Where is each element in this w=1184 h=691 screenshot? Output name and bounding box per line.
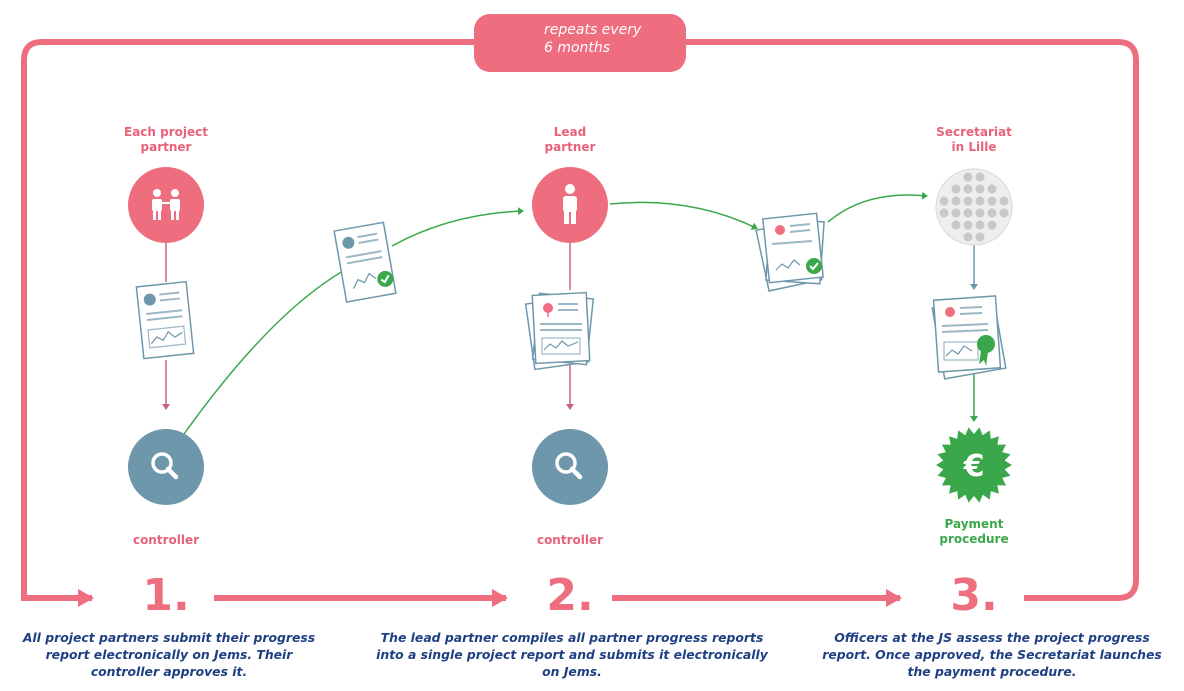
grid-dot [975, 220, 985, 230]
grid-dot [939, 208, 949, 218]
grid-dot [963, 172, 973, 182]
certified-report-icon [931, 295, 1007, 380]
grid-dot [963, 196, 973, 206]
step-description-1: All project partners submit their progre… [22, 630, 316, 679]
grid-dots-icon [935, 168, 1013, 246]
grid-dot [963, 184, 973, 194]
grid-dot [975, 184, 985, 194]
label-each-project-partner: Each project partner [124, 125, 208, 154]
flow-report-to-lead [391, 207, 524, 247]
label-controller-1: controller [132, 533, 200, 547]
check-icon [377, 270, 394, 287]
magnifier-icon [532, 429, 608, 505]
report-stack-icon [755, 212, 825, 292]
grid-dot [987, 220, 997, 230]
report-document-icon [135, 280, 195, 360]
grid-dot [999, 196, 1009, 206]
euro-symbol: € [963, 449, 985, 484]
report-stack-icon [524, 291, 595, 371]
step-number-1: 1. [142, 570, 190, 621]
repeat-text-line1: repeats every [544, 22, 642, 38]
step-number-3: 3. [950, 570, 998, 621]
grid-dot [963, 208, 973, 218]
step-description-3: Officers at the JS assess the project pr… [822, 630, 1162, 679]
grid-dot [975, 172, 985, 182]
grid-dot [963, 232, 973, 242]
flow-report-to-secretariat [827, 191, 928, 223]
grid-dot [987, 196, 997, 206]
repeat-text-line2: 6 months [544, 40, 611, 56]
magnifier-icon [128, 429, 204, 505]
check-icon [806, 258, 822, 274]
label-controller-2: controller [536, 533, 604, 547]
grid-dot [951, 184, 961, 194]
grid-dot [975, 232, 985, 242]
grid-dot [963, 220, 973, 230]
euro-badge-icon [936, 427, 1012, 503]
grid-dot [987, 208, 997, 218]
person-icon [532, 167, 608, 243]
grid-dot [939, 196, 949, 206]
step-description-2: The lead partner compiles all partner pr… [376, 630, 768, 679]
grid-dot [987, 184, 997, 194]
grid-dot [999, 208, 1009, 218]
grid-dot [975, 208, 985, 218]
loop-frame [21, 39, 1139, 607]
grid-dot [951, 220, 961, 230]
repeat-text: repeats every 6 months [544, 21, 694, 57]
label-lead-partner: Lead partner [544, 125, 596, 154]
report-document-icon [333, 221, 397, 303]
grid-dot [951, 196, 961, 206]
partners-icon [128, 167, 204, 243]
label-secretariat: Secretariat in Lille [936, 125, 1012, 154]
grid-dot [951, 208, 961, 218]
label-payment-procedure: Payment procedure [939, 517, 1009, 546]
repeat-badge [474, 14, 686, 72]
step-number-2: 2. [546, 570, 594, 621]
flow-lead-to-report [609, 201, 758, 230]
flow-controller-to-report [183, 261, 361, 435]
grid-dot [975, 196, 985, 206]
